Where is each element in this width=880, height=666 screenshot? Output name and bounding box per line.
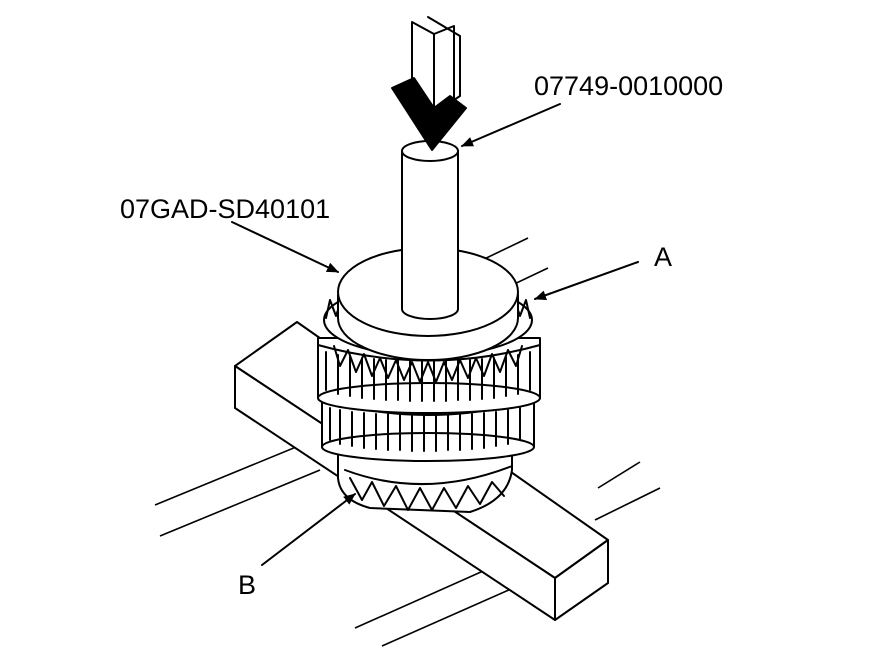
tool-label-07gad: 07GAD-SD40101 xyxy=(120,194,330,224)
leader-lines xyxy=(231,103,639,566)
gear-lower xyxy=(321,394,535,462)
rail-lines xyxy=(154,237,661,647)
driver-shaft xyxy=(401,140,459,320)
part-label-b: B xyxy=(238,570,256,600)
part-label-a: A xyxy=(654,242,672,272)
tool-label-07749: 07749-0010000 xyxy=(534,71,723,101)
press-arrow-icon xyxy=(391,16,467,151)
